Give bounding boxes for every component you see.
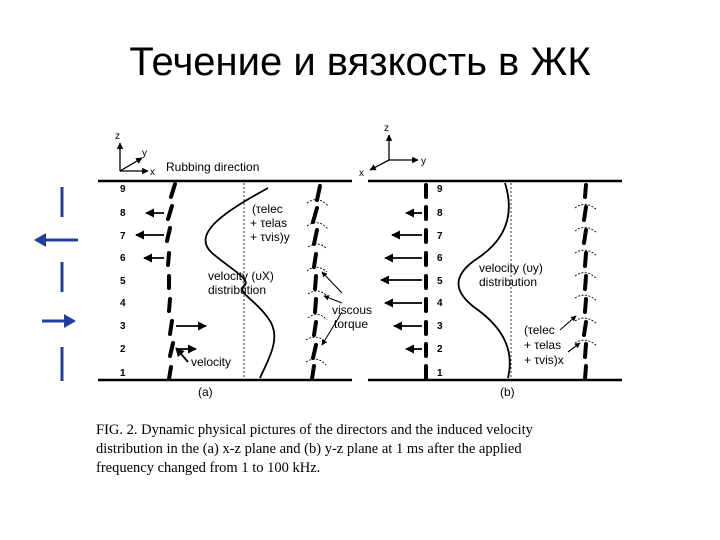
torque-term: (τelec [252, 202, 283, 216]
torque-term: + τelas [250, 216, 287, 230]
velocity-arrows-a [135, 208, 207, 363]
layer-number: 6 [437, 253, 443, 264]
viscous-torque-pointers [321, 271, 343, 346]
torque-term: + τvis)y [250, 230, 290, 244]
layer-number: 5 [120, 276, 126, 287]
viscous-torque-label: viscous [332, 303, 372, 317]
viscous-torque-label-line2: torque [334, 317, 368, 331]
layer-number: 1 [437, 368, 443, 379]
layer-number: 4 [437, 298, 443, 309]
caption-line: distribution in the (a) x-z plane and (b… [96, 441, 522, 457]
layer-number: 3 [437, 321, 443, 332]
velocity-arrows-b [380, 208, 422, 354]
torque-formula-b: (τelec + τelas + τvis)x [524, 323, 564, 367]
axes-gizmo-b [369, 134, 419, 171]
torque-pointers-b [559, 315, 581, 353]
layer-number: 3 [120, 321, 126, 332]
rotation-arcs-b [574, 204, 598, 347]
velocity-distribution-label-b-line2: distribution [479, 275, 537, 289]
slide-title: Течение и вязкость в ЖК [129, 40, 591, 84]
torque-term: + τelas [524, 338, 561, 352]
directors-a [165, 182, 177, 381]
layer-number: 2 [120, 344, 126, 355]
layer-number: 8 [437, 208, 443, 219]
shear-indicators [34, 187, 78, 381]
axes-gizmo-a [116, 142, 149, 175]
figure-caption: FIG. 2. Dynamic physical pictures of the… [96, 421, 636, 478]
torque-term: (τelec [524, 323, 555, 337]
velocity-distribution-label-a-line2: distribution [208, 283, 266, 297]
velocity-distribution-label-a: velocity (υX) [208, 269, 274, 283]
layer-numbers-a: 9 8 7 6 5 4 3 2 1 [120, 184, 126, 379]
rubbing-direction-label: Rubbing direction [166, 160, 259, 174]
rotating-directors-b [582, 183, 588, 381]
torque-formula-a: (τelec + τelas + τvis)y [250, 202, 290, 244]
layer-number: 4 [120, 298, 126, 309]
layer-number: 2 [437, 344, 443, 355]
axis-y-label-b: y [421, 156, 426, 167]
panel-a-label: (a) [198, 385, 213, 399]
velocity-label-a: velocity [191, 355, 231, 369]
panel-b: z x y 9 8 7 6 5 4 3 2 1 [359, 123, 622, 399]
layer-number: 7 [120, 231, 126, 242]
caption-line: FIG. 2. Dynamic physical pictures of the… [96, 422, 533, 438]
panel-b-label: (b) [500, 385, 515, 399]
axis-x-label-a: x [150, 167, 155, 178]
caption-line: frequency changed from 1 to 100 kHz. [96, 460, 321, 476]
axis-z-label-a: z [115, 131, 120, 142]
rotating-directors-a [310, 184, 322, 381]
panel-a: z y x Rubbing direction 9 8 7 6 5 4 3 2 … [98, 131, 372, 399]
axis-z-label-b: z [384, 123, 389, 134]
torque-term: + τvis)x [524, 353, 564, 367]
axis-x-label-b: x [359, 168, 364, 179]
layer-number: 5 [437, 276, 443, 287]
velocity-curve-b [457, 182, 511, 379]
velocity-curve-a [204, 187, 276, 379]
layer-number: 7 [437, 231, 443, 242]
layer-numbers-b: 9 8 7 6 5 4 3 2 1 [437, 184, 443, 379]
figure-diagram: z y x Rubbing direction 9 8 7 6 5 4 3 2 … [34, 123, 622, 399]
layer-number: 9 [120, 184, 126, 195]
layer-number: 8 [120, 208, 126, 219]
layer-number: 1 [120, 368, 126, 379]
layer-number: 9 [437, 184, 443, 195]
axis-y-label-a: y [142, 148, 147, 159]
layer-number: 6 [120, 253, 126, 264]
velocity-distribution-label-b: velocity (υy) [479, 261, 543, 275]
